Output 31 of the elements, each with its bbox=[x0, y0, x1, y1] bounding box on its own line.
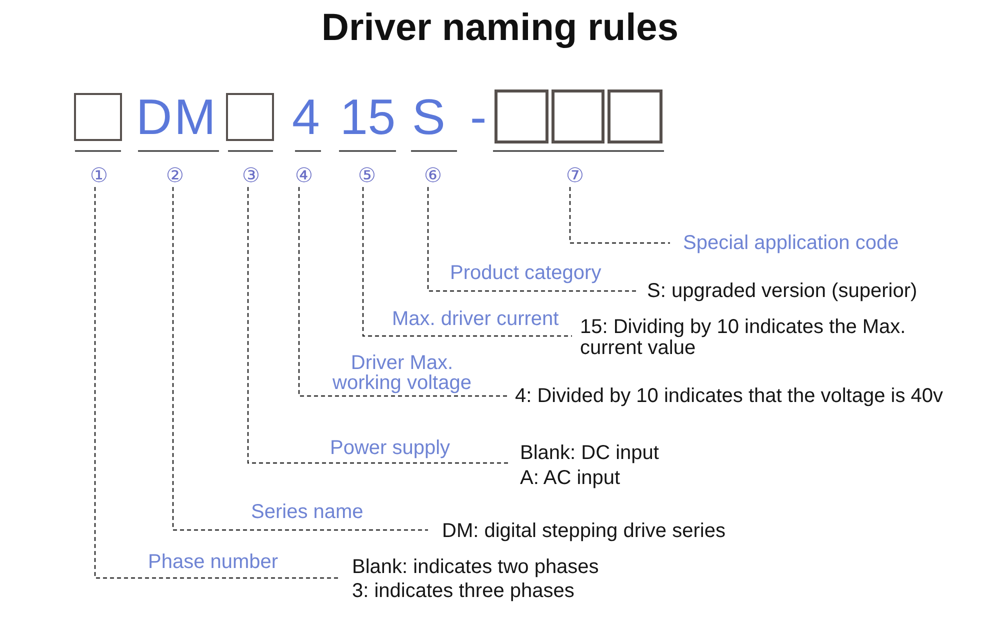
description-text: 15: Dividing by 10 indicates the Max. current value bbox=[572, 317, 925, 359]
callout-number: ⑦ bbox=[563, 163, 587, 187]
leader-line bbox=[427, 187, 638, 292]
callout-number: ① bbox=[87, 163, 111, 187]
description-text: Blank: indicates two phases bbox=[352, 555, 599, 579]
code-text: - bbox=[470, 92, 487, 142]
code-text: DM bbox=[136, 92, 218, 142]
callout-number: ④ bbox=[292, 163, 316, 187]
description-text: S: upgraded version (superior) bbox=[638, 279, 918, 303]
leader-line bbox=[362, 187, 572, 337]
category-label: Special application code bbox=[670, 231, 899, 255]
callout-number: ② bbox=[163, 163, 187, 187]
description-text: DM: digital stepping drive series bbox=[428, 519, 726, 543]
code-text: 15 bbox=[340, 92, 396, 142]
edge-label: Power supply bbox=[330, 437, 450, 459]
code-text: S bbox=[412, 92, 446, 142]
description-text: 4: Divided by 10 indicates that the voltage is 40v bbox=[507, 384, 944, 408]
leader-line bbox=[298, 187, 507, 397]
callout-number: ⑤ bbox=[355, 163, 379, 187]
leader-line bbox=[247, 187, 508, 464]
description-text: A: AC input bbox=[520, 466, 622, 491]
description-text: Blank: DC input bbox=[520, 441, 659, 466]
code-text: 4 bbox=[292, 92, 320, 142]
title: Driver naming rules bbox=[322, 6, 678, 50]
callout-number: ③ bbox=[239, 163, 263, 187]
description-text: 3: indicates three phases bbox=[352, 579, 576, 603]
callout-number: ⑥ bbox=[421, 163, 445, 187]
leader-line bbox=[569, 187, 670, 244]
edge-label: Product category bbox=[450, 262, 602, 284]
leader-line bbox=[172, 187, 428, 531]
leader-line bbox=[94, 187, 338, 579]
